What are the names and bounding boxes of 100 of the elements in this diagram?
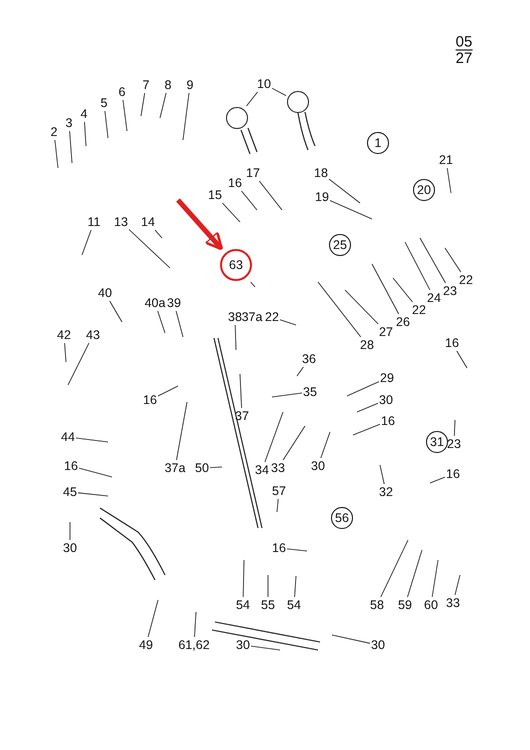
leader-line [352,424,380,436]
leader-line [286,548,308,552]
callout-number: 60 [424,598,438,612]
callout-number: 50 [195,461,209,475]
callout-number: 43 [86,328,100,342]
callout-number: 30 [371,638,385,652]
leader-line [122,100,128,132]
leader-line [318,282,362,338]
leader-line [420,238,446,284]
callout-number: 21 [439,153,453,167]
callout-number: 30 [311,459,325,473]
callout-number: 6 [118,85,126,99]
leader-line [128,229,170,268]
callout-number: 24 [427,291,441,305]
leader-line [296,366,304,376]
callout-number: 32 [379,485,393,499]
leader-line [346,381,380,396]
leader-line [328,178,360,204]
lever-knob [226,107,248,129]
leader-line [104,110,108,138]
highlighted-callout-number: 63 [220,249,252,281]
callout-number: 16 [64,459,78,473]
callout-number: 18 [314,166,328,180]
callout-number: 5 [100,96,108,110]
leader-line [234,324,236,350]
leader-line [264,412,284,462]
callout-number: 54 [236,598,250,612]
callout-number: 14 [141,215,155,229]
callout-number: 27 [379,325,393,339]
callout-number: 9 [186,78,194,92]
callout-number: 22 [412,303,426,317]
callout-number: 17 [246,166,260,180]
callout-number: 22 [459,273,473,287]
callout-number: 16 [143,393,157,407]
callout-number: 30 [379,393,393,407]
leader-line [76,438,108,442]
callout-number: 37a [164,461,186,475]
callout-number: 33 [271,461,285,475]
callout-number: 16 [446,467,460,481]
callout-number: 34 [255,463,269,477]
leader-line [78,468,112,478]
leader-line [68,342,90,386]
leader-line [82,230,92,256]
leader-line [160,92,166,118]
leader-line [404,242,430,290]
leader-line [392,278,413,302]
leader-line [250,282,256,288]
callout-number: 3 [66,116,72,130]
leader-line [194,612,196,638]
leader-line [294,576,296,598]
callout-number: 40a [144,296,166,310]
leader-line [140,92,146,116]
callout-number: 16 [228,176,242,190]
circled-assembly-number: 31 [426,431,448,453]
leader-line [356,402,378,412]
callout-number: 33 [446,596,460,610]
leader-line [446,168,452,194]
leader-line [84,122,86,146]
leader-line [456,350,468,368]
leader-line [241,190,258,210]
leader-line [272,392,302,398]
leader-line [54,140,58,168]
callout-number: 61,62 [178,638,210,652]
callout-number: 11 [88,215,100,229]
lever-knob [287,91,309,113]
leader-line [258,180,282,210]
leader-line [332,634,370,644]
callout-number: 57 [272,484,286,498]
leader-line [380,540,408,598]
callout-number: 55 [261,598,275,612]
callout-number: 54 [287,598,301,612]
callout-number: 42 [57,328,71,342]
callout-number: 30 [63,541,77,555]
callout-number: 10 [257,77,271,91]
leader-line [272,88,286,96]
leader-line [157,310,166,334]
leader-line [407,550,422,598]
leader-line [240,374,242,408]
leader-line [64,342,66,362]
callout-number: 38 [228,310,242,324]
callout-number: 16 [381,414,395,428]
leader-line [432,560,438,598]
callout-number: 4 [80,107,88,121]
leader-line [454,420,456,436]
callout-number: 26 [396,315,410,329]
leader-line [330,200,372,220]
leader-line [158,386,178,396]
callout-number: 40 [98,286,112,300]
callout-number: 16 [445,336,459,350]
circled-assembly-number: 1 [367,132,389,154]
leader-line [154,230,162,238]
callout-number: 59 [398,598,412,612]
leader-line [182,92,190,140]
callout-number: 2 [50,125,58,139]
callout-number: 28 [360,338,374,352]
page-number: 05 [456,36,472,50]
callout-number: 15 [208,188,222,202]
leader-line [282,426,306,460]
callout-number: 49 [139,638,153,652]
leader-line [246,92,258,106]
